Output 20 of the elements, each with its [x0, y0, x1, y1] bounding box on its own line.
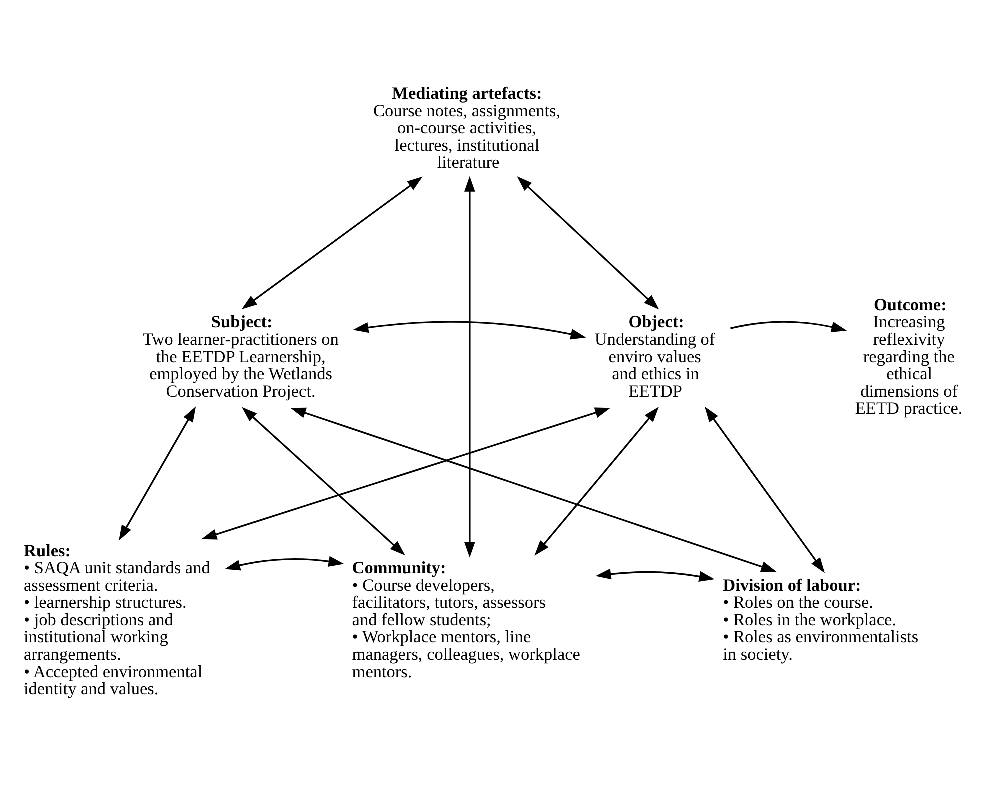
node-text: Community: • Course developers, facilitators, tutors, assessors and fellow students; • Workplace mentors, line managers, colleagues, workplace mentors. — [352, 558, 580, 681]
node-text: Rules: • SAQA unit standards and assessment criteria. • learnership structures. • job descriptions and institutional working arrangements. • Accepted environmental identity and values. — [24, 540, 210, 698]
arrow — [464, 176, 476, 558]
arrow — [225, 556, 344, 570]
arrow — [730, 320, 848, 332]
arrow — [353, 320, 586, 340]
arrow — [704, 406, 825, 573]
arrow — [119, 406, 196, 540]
node-text: Object: Understanding of enviro values and ethics in EETDP — [594, 312, 716, 400]
arrow — [242, 406, 406, 556]
arrow — [290, 407, 777, 572]
arrow — [534, 406, 659, 556]
node-text: Mediating artefacts: Course notes, assignments, on-course activities, lectures, institutional literature — [374, 84, 561, 172]
arrow — [517, 176, 660, 310]
arrow — [242, 176, 423, 309]
arrow — [202, 407, 611, 540]
arrow — [596, 568, 715, 582]
node-text: Outcome: Increasing reflexivity regarding the ethical dimensions of EETD practice. — [855, 294, 963, 418]
node-text: Division of labour: • Roles on the course. • Roles in the workplace. • Roles as environmentalists in society. — [723, 575, 919, 664]
node-text: Subject: Two learner-practitioners on the EETDP Learnership, employed by the Wetlands Conservation Project. — [142, 312, 339, 400]
